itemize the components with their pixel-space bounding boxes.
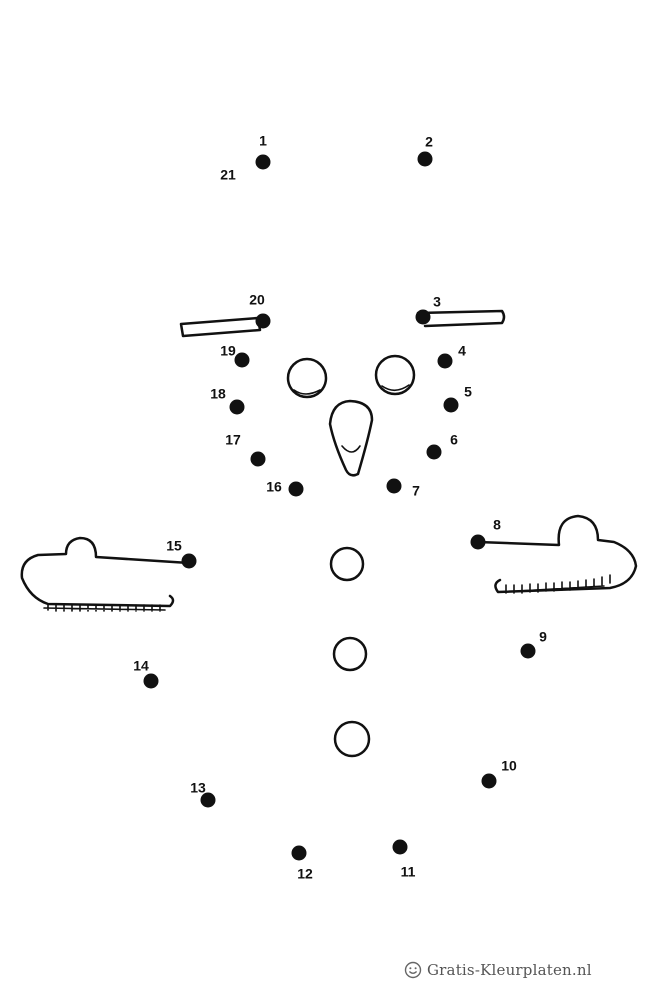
dot-marker: [443, 397, 459, 413]
dot-number-label: 10: [501, 758, 517, 774]
right-arm-fringe: [501, 574, 611, 594]
left-arm: [20, 536, 191, 608]
dot-6: 6: [426, 432, 458, 460]
dot-20: 20: [249, 292, 271, 329]
dot-number-label: 4: [458, 343, 466, 359]
carrot-nose-shade: [341, 445, 361, 453]
left-eye-shade: [293, 389, 321, 395]
dot-5: 5: [443, 384, 472, 413]
dot-number-label: 15: [166, 538, 182, 554]
dot-number-label: 11: [401, 864, 416, 880]
dot-marker: [426, 444, 442, 460]
dot-3: 3: [415, 294, 441, 325]
outline-artwork: [20, 309, 638, 758]
dot-number-label: 17: [225, 432, 241, 448]
dot-number-label: 5: [464, 384, 472, 400]
watermark: Gratis-Kleurplaten.nl: [404, 961, 592, 979]
dot-19: 19: [220, 343, 250, 368]
dot-marker: [392, 839, 408, 855]
dot-number-label: 8: [493, 517, 501, 533]
dot-number-label: 2: [425, 134, 433, 150]
dot-12: 12: [291, 845, 313, 882]
dot-marker: [181, 553, 197, 569]
dot-number-label: 7: [412, 483, 420, 499]
dot-marker: [417, 151, 433, 167]
dot-2: 2: [417, 134, 433, 167]
left-eye: [286, 357, 328, 399]
dot-17: 17: [225, 432, 266, 467]
carrot-nose: [328, 399, 374, 477]
dot-marker: [386, 478, 402, 494]
dot-1: 1: [255, 133, 271, 170]
dot-marker: [291, 845, 307, 861]
dot-number-label: 6: [450, 432, 458, 448]
dot-marker: [229, 399, 245, 415]
dot-marker: [481, 773, 497, 789]
dot-number-label: 9: [539, 629, 547, 645]
dot-number-label: 1: [259, 133, 267, 149]
left-arm-fringe: [43, 603, 166, 612]
dot-number-label: 14: [133, 658, 149, 674]
dot-marker: [255, 154, 271, 170]
dot-marker: [288, 481, 304, 497]
watermark-text: Gratis-Kleurplaten.nl: [427, 961, 592, 979]
right-eye: [374, 354, 416, 396]
smiley-icon: [404, 961, 422, 979]
dot-marker: [415, 309, 431, 325]
dot-number-label: 18: [210, 386, 226, 402]
dot-marker: [470, 534, 486, 550]
dot-11: 11: [392, 839, 416, 880]
dot-16: 16: [266, 479, 304, 497]
right-eye-shade: [381, 384, 410, 392]
dot-marker: [143, 673, 159, 689]
dot-number-label: 19: [220, 343, 236, 359]
right-arm: [476, 514, 638, 594]
dot-8: 8: [470, 517, 501, 550]
dot-number-label: 3: [433, 294, 441, 310]
dot-10: 10: [481, 758, 517, 789]
dot-marker: [437, 353, 453, 369]
dot-number-label: 13: [190, 780, 206, 796]
dot-number-label: 16: [266, 479, 282, 495]
dot-number-label: 12: [297, 866, 313, 882]
dot-number-label: 20: [249, 292, 265, 308]
dot-14: 14: [133, 658, 159, 689]
dot-13: 13: [190, 780, 216, 808]
dot-21: 21: [220, 167, 236, 183]
dot-marker: [200, 792, 216, 808]
left-brim-stroke: [179, 316, 262, 338]
dot-7: 7: [386, 478, 420, 499]
button-top: [329, 546, 365, 582]
button-bottom: [333, 720, 371, 758]
dot-marker: [520, 643, 536, 659]
right-brim-stroke: [416, 309, 506, 328]
dot-marker: [255, 313, 271, 329]
dot-marker: [234, 352, 250, 368]
dot-marker: [250, 451, 266, 467]
dot-18: 18: [210, 386, 245, 415]
button-middle: [332, 636, 368, 672]
dot-4: 4: [437, 343, 466, 369]
dot-9: 9: [520, 629, 547, 659]
dot-15: 15: [166, 538, 197, 569]
dot-number-label: 21: [220, 167, 236, 183]
